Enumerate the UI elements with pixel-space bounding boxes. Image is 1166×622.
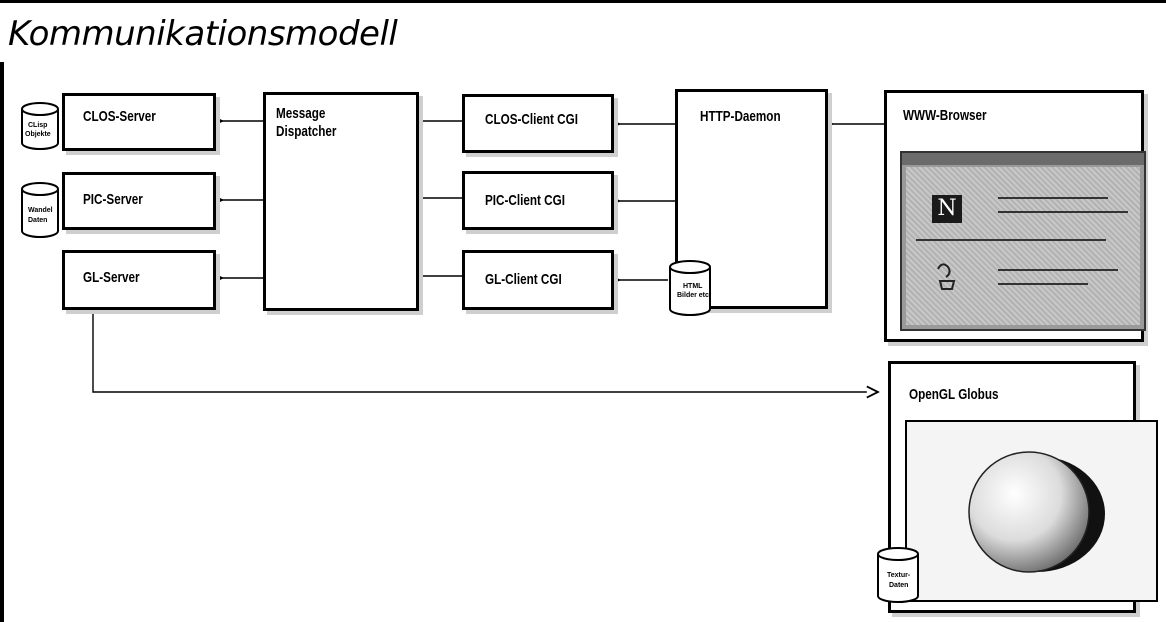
- pic-db-label-2: Daten: [28, 217, 48, 224]
- clos-client-label: CLOS-Client CGI: [485, 111, 578, 128]
- clos-client-cgi-box: CLOS-Client CGI: [462, 94, 614, 153]
- dispatcher-label-line2: Dispatcher: [276, 123, 337, 140]
- clos-db-label-1: CLisp: [28, 122, 48, 129]
- pic-client-cgi-box: PIC-Client CGI: [462, 171, 614, 230]
- browser-text-line: [998, 197, 1108, 199]
- browser-text-line: [998, 283, 1088, 285]
- html-db-cylinder-icon: [669, 260, 711, 316]
- opengl-window: [905, 420, 1158, 602]
- browser-text-line: [998, 211, 1128, 213]
- frame-left-border: [0, 62, 4, 622]
- pic-client-label: PIC-Client CGI: [485, 192, 565, 209]
- opengl-globus-label: OpenGL Globus: [909, 386, 999, 403]
- pic-server-label: PIC-Server: [83, 191, 143, 208]
- gl-server-box: GL-Server: [62, 250, 216, 310]
- www-browser-label: WWW-Browser: [903, 107, 987, 124]
- texture-db-cylinder-icon: [877, 547, 919, 603]
- pic-db-label-1: Wandel: [28, 207, 53, 214]
- dispatcher-label-line1: Message: [276, 105, 326, 122]
- html-db-label-1: HTML: [683, 283, 703, 290]
- frame-top-border: [0, 0, 1166, 3]
- browser-text-line: [998, 269, 1118, 271]
- texture-db-label-1: Textur-: [887, 572, 911, 579]
- globe-render: [968, 451, 1105, 573]
- gl-client-label: GL-Client CGI: [485, 271, 562, 288]
- browser-titlebar: [902, 153, 1144, 165]
- browser-screenshot: N: [900, 151, 1146, 331]
- message-dispatcher-box: Message Dispatcher: [263, 92, 419, 311]
- texture-db-label-2: Daten: [889, 582, 909, 589]
- sphere-icon: [968, 451, 1090, 573]
- clos-db-label-2: Objekte: [25, 131, 51, 138]
- netscape-logo-icon: N: [932, 195, 962, 223]
- browser-content: [906, 167, 1140, 325]
- diagram-title: Kommunikationsmodell: [8, 14, 398, 54]
- html-db-label-2: Bilder etc.: [677, 292, 711, 299]
- gl-server-label: GL-Server: [83, 269, 140, 286]
- http-daemon-label: HTTP-Daemon: [700, 108, 781, 125]
- java-logo-icon: [937, 263, 956, 290]
- pic-server-box: PIC-Server: [62, 172, 216, 230]
- browser-text-line: [916, 239, 1106, 241]
- clos-server-label: CLOS-Server: [83, 108, 156, 125]
- pic-db-cylinder-icon: [21, 182, 59, 238]
- gl-client-cgi-box: GL-Client CGI: [462, 250, 614, 310]
- clos-server-box: CLOS-Server: [62, 93, 216, 151]
- clos-db-cylinder-icon: [21, 102, 59, 150]
